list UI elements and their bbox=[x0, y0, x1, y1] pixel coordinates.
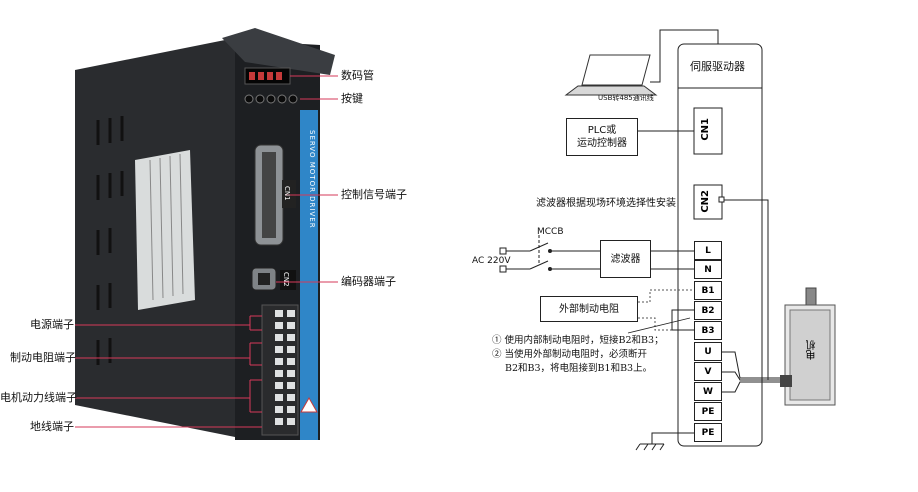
keypad bbox=[244, 94, 298, 104]
laptop-icon bbox=[564, 54, 658, 96]
plc-box: PLC或 运动控制器 bbox=[566, 118, 638, 156]
motor-label: 电机 bbox=[807, 340, 818, 360]
brand-strip-text: SERVO MOTOR DRIVER bbox=[308, 130, 316, 229]
cn1-label: CN1 bbox=[700, 118, 711, 141]
terminal-b1: B1 bbox=[694, 281, 722, 300]
cn2-label: CN2 bbox=[700, 190, 711, 213]
product-cn1-label: CN1 bbox=[283, 186, 291, 201]
label-encoder-terminal: 编码器端子 bbox=[341, 275, 396, 288]
warning-triangle-icon bbox=[300, 396, 318, 413]
blue-brand-strip bbox=[300, 110, 318, 440]
terminal-l: L bbox=[694, 241, 722, 260]
vent-slots bbox=[96, 116, 124, 365]
leader-lines bbox=[75, 75, 338, 428]
usb-cable bbox=[650, 29, 719, 83]
cn2-port bbox=[693, 184, 723, 220]
servo-motor-illustration bbox=[780, 287, 836, 406]
motor-cable bbox=[722, 351, 790, 393]
product-cn2-label: CN2 bbox=[282, 272, 290, 287]
label-keys: 按键 bbox=[341, 92, 363, 105]
ac-label: AC 220V bbox=[472, 256, 511, 266]
terminal-n: N bbox=[694, 260, 722, 279]
note-line-2: ② 当使用外部制动电阻时，必须断开 bbox=[492, 349, 648, 360]
terminal-u: U bbox=[694, 342, 722, 361]
label-brake-terminal: 制动电阻端子 bbox=[10, 351, 76, 364]
top-cover bbox=[222, 28, 335, 75]
note-line-3: B2和B3，将电阻接到B1和B3上。 bbox=[505, 363, 653, 374]
note-line-1: ① 使用内部制动电阻时，短接B2和B3； bbox=[492, 335, 664, 346]
filter-box: 滤波器 bbox=[600, 240, 651, 278]
label-power-terminal: 电源端子 bbox=[30, 318, 74, 331]
driver-title: 伺服驱动器 bbox=[690, 60, 745, 73]
terminal-v: V bbox=[694, 362, 722, 381]
terminal-b2: B2 bbox=[694, 301, 722, 320]
spec-label bbox=[135, 150, 195, 310]
mccb-label: MCCB bbox=[537, 227, 564, 237]
terminal-w: W bbox=[694, 382, 722, 401]
terminal-b3: B3 bbox=[694, 321, 722, 340]
ground-symbol bbox=[635, 432, 694, 451]
filter-note: 滤波器根据现场环境选择性安装 bbox=[536, 198, 676, 209]
label-display: 数码管 bbox=[341, 69, 374, 82]
label-motor-terminal: 电机动力线端子 bbox=[0, 391, 77, 404]
terminal-pe-1: PE bbox=[694, 402, 722, 421]
ac-supply-wiring bbox=[499, 235, 694, 273]
terminal-pe-2: PE bbox=[694, 423, 722, 442]
label-control-terminal: 控制信号端子 bbox=[341, 188, 407, 201]
label-ground-terminal: 地线端子 bbox=[30, 420, 74, 433]
usb-cable-label: USB转485通讯线 bbox=[598, 94, 654, 102]
external-resistor-box: 外部制动电阻 bbox=[540, 296, 638, 322]
